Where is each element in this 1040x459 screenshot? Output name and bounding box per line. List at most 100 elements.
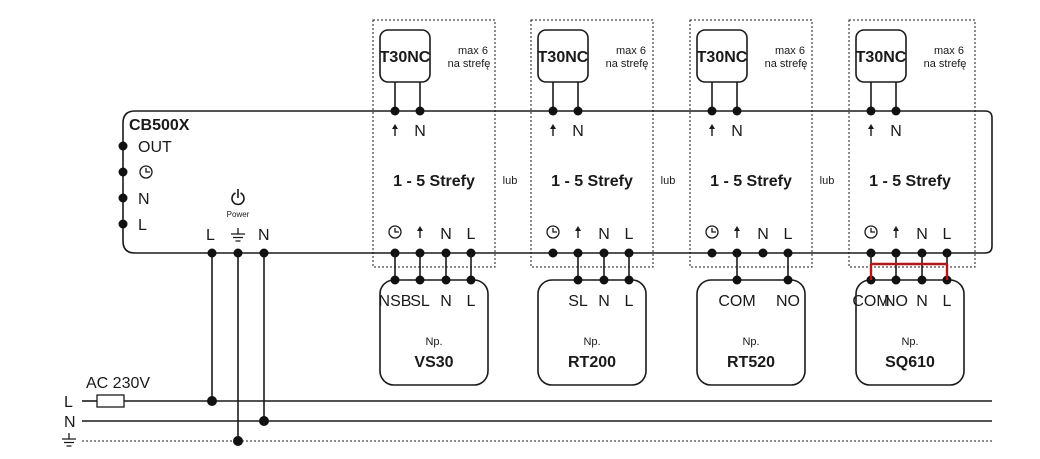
- terminal-n-label: N: [757, 226, 769, 243]
- clock-icon: [388, 225, 402, 239]
- fuse-symbol: [96, 394, 125, 408]
- device-np-label: Np.: [742, 336, 759, 348]
- device-terminal-label: L: [625, 293, 634, 310]
- thermostat-note-max: max 6: [775, 45, 805, 57]
- power-label: Power: [227, 210, 250, 219]
- thermostat-note-zone: na strefę: [765, 58, 808, 70]
- terminal-dot: [758, 248, 768, 258]
- thermostat-note-zone: na strefę: [606, 58, 649, 70]
- thermostat-t30nc: T30NC: [696, 29, 748, 83]
- supply-l-label: L: [64, 394, 73, 411]
- power-icon: [231, 189, 245, 206]
- up-arrow-icon: [709, 124, 715, 136]
- device-np-label: Np.: [425, 336, 442, 348]
- thermostat-name: T30NC: [856, 49, 907, 66]
- terminal-out-label: OUT: [138, 139, 172, 156]
- device-name: SQ610: [885, 354, 935, 371]
- thermostat-note-zone: na strefę: [448, 58, 491, 70]
- device-terminal-label: NO: [776, 293, 800, 310]
- device-terminal-label: SL: [568, 293, 588, 310]
- terminal-dot: [624, 275, 634, 285]
- terminal-dot: [573, 275, 583, 285]
- device-terminal-label: NO: [884, 293, 908, 310]
- thermostat-name: T30NC: [538, 49, 589, 66]
- terminal-l-label: L: [625, 226, 634, 243]
- thermostat-name: T30NC: [697, 49, 748, 66]
- terminal-l-label: L: [784, 226, 793, 243]
- zone-enclosure: [530, 19, 654, 268]
- terminal-dot: [599, 275, 609, 285]
- terminal-n-label: N: [731, 123, 743, 140]
- thermostat-note-max: max 6: [458, 45, 488, 57]
- terminal-dot: [732, 275, 742, 285]
- zone-enclosure: [689, 19, 813, 268]
- zones-label: 1 - 5 Strefy: [393, 173, 475, 190]
- terminal-dot: [548, 248, 558, 258]
- or-label: lub: [661, 175, 676, 187]
- terminal-dot: [415, 106, 425, 116]
- device-terminal-label: L: [943, 293, 952, 310]
- terminal-l-label: L: [467, 226, 476, 243]
- up-arrow-icon: [392, 124, 398, 136]
- terminal-dot: [917, 275, 927, 285]
- power-n-label: N: [258, 227, 270, 244]
- clock-icon: [139, 165, 153, 179]
- terminal-n-label: N: [440, 226, 452, 243]
- device-terminal-label: L: [467, 293, 476, 310]
- clock-icon: [864, 225, 878, 239]
- terminal-n-label: N: [890, 123, 902, 140]
- device-terminal-label: NSB: [379, 293, 412, 310]
- or-label: lub: [503, 175, 518, 187]
- clock-icon: [546, 225, 560, 239]
- terminal-dot: [707, 248, 717, 258]
- device-terminal-label: COM: [852, 293, 889, 310]
- terminal-n-label: N: [138, 191, 150, 208]
- terminal-n-label: N: [414, 123, 426, 140]
- up-arrow-icon: [893, 226, 899, 238]
- terminal-n-label: N: [916, 226, 928, 243]
- device-np-label: Np.: [901, 336, 918, 348]
- earth-icon: [62, 433, 76, 447]
- terminal-dot: [390, 106, 400, 116]
- device-np-label: Np.: [583, 336, 600, 348]
- thermostat-t30nc: T30NC: [379, 29, 431, 83]
- thermostat-t30nc: T30NC: [855, 29, 907, 83]
- device-name: RT520: [727, 354, 775, 371]
- terminal-dot: [891, 106, 901, 116]
- power-l-label: L: [206, 227, 215, 244]
- up-arrow-icon: [868, 124, 874, 136]
- controller-cb500x: CB500X OUT N L L N Power: [118, 110, 993, 254]
- zones-label: 1 - 5 Strefy: [869, 173, 951, 190]
- device-terminal-label: N: [440, 293, 452, 310]
- terminal-dot: [548, 106, 558, 116]
- terminal-n-label: N: [572, 123, 584, 140]
- terminal-dot: [441, 275, 451, 285]
- zone-enclosure: [848, 19, 976, 268]
- up-arrow-icon: [575, 226, 581, 238]
- thermostat-note-max: max 6: [934, 45, 964, 57]
- up-arrow-icon: [550, 124, 556, 136]
- zone-enclosure: [372, 19, 496, 268]
- up-arrow-icon: [417, 226, 423, 238]
- terminal-dot: [415, 275, 425, 285]
- terminal-l-label: L: [138, 217, 147, 234]
- terminal-dot: [390, 275, 400, 285]
- zones-label: 1 - 5 Strefy: [710, 173, 792, 190]
- thermostat-note-max: max 6: [616, 45, 646, 57]
- thermostat-note-zone: na strefę: [924, 58, 967, 70]
- terminal-l-label: L: [943, 226, 952, 243]
- terminal-dot: [732, 106, 742, 116]
- terminal-dot: [891, 275, 901, 285]
- clock-icon: [705, 225, 719, 239]
- thermostat-t30nc: T30NC: [537, 29, 589, 83]
- thermostat-name: T30NC: [380, 49, 431, 66]
- jumper-link: [869, 262, 949, 280]
